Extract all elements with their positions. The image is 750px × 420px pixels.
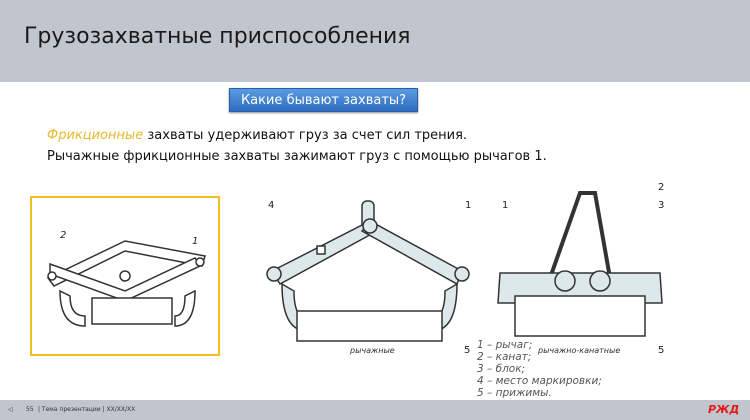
caption-lever-rope: рычажно-канатные — [538, 346, 621, 355]
legend-item: 5 – прижимы. — [477, 387, 552, 399]
rzd-logo: РЖД — [708, 403, 740, 416]
slide-title: Грузозахватные приспособления — [24, 24, 411, 49]
figure-lever-grip: 4 1 5 — [266, 200, 471, 356]
label-4: 4 — [268, 200, 274, 211]
figure-lever-grip-simple: 2 1 — [30, 196, 220, 356]
text-line-1: Фрикционные захваты удерживают груз за с… — [47, 128, 467, 143]
grip-types-button[interactable]: Какие бывают захваты? — [229, 88, 418, 112]
label-1: 1 — [192, 236, 198, 247]
page-number: 55 — [26, 406, 34, 413]
friction-highlight: Фрикционные — [47, 128, 144, 143]
legend-item: 1 – рычаг; — [477, 339, 533, 351]
label-1: 1 — [502, 200, 508, 211]
header-band: Грузозахватные приспособления — [0, 0, 750, 82]
label-1: 1 — [465, 200, 471, 211]
text-line-1-rest: захваты удерживают груз за счет сил трен… — [143, 128, 468, 143]
caption-lever: рычажные — [350, 346, 395, 355]
legend-item: 3 – блок; — [477, 363, 526, 375]
legend-item: 4 – место маркировки; — [477, 375, 602, 387]
legend-item: 2 – канат; — [477, 351, 532, 363]
prev-slide-icon[interactable]: ◁ — [8, 406, 13, 413]
footer-text: | Тема презентации | XX/XX/XX — [38, 406, 136, 413]
text-line-2: Рычажные фрикционные захваты зажимают гр… — [47, 149, 547, 164]
label-2: 2 — [658, 182, 664, 193]
label-2: 2 — [60, 230, 66, 241]
figure-lever-rope-grip: 1 2 3 5 — [497, 182, 664, 356]
figure-legend: 1 – рычаг; 2 – канат; 3 – блок; 4 – мест… — [477, 339, 602, 399]
label-3: 3 — [658, 200, 664, 211]
label-5: 5 — [658, 345, 664, 356]
label-5: 5 — [464, 345, 470, 356]
footer-band: ◁ 55 | Тема презентации | XX/XX/XX РЖД — [0, 400, 750, 420]
